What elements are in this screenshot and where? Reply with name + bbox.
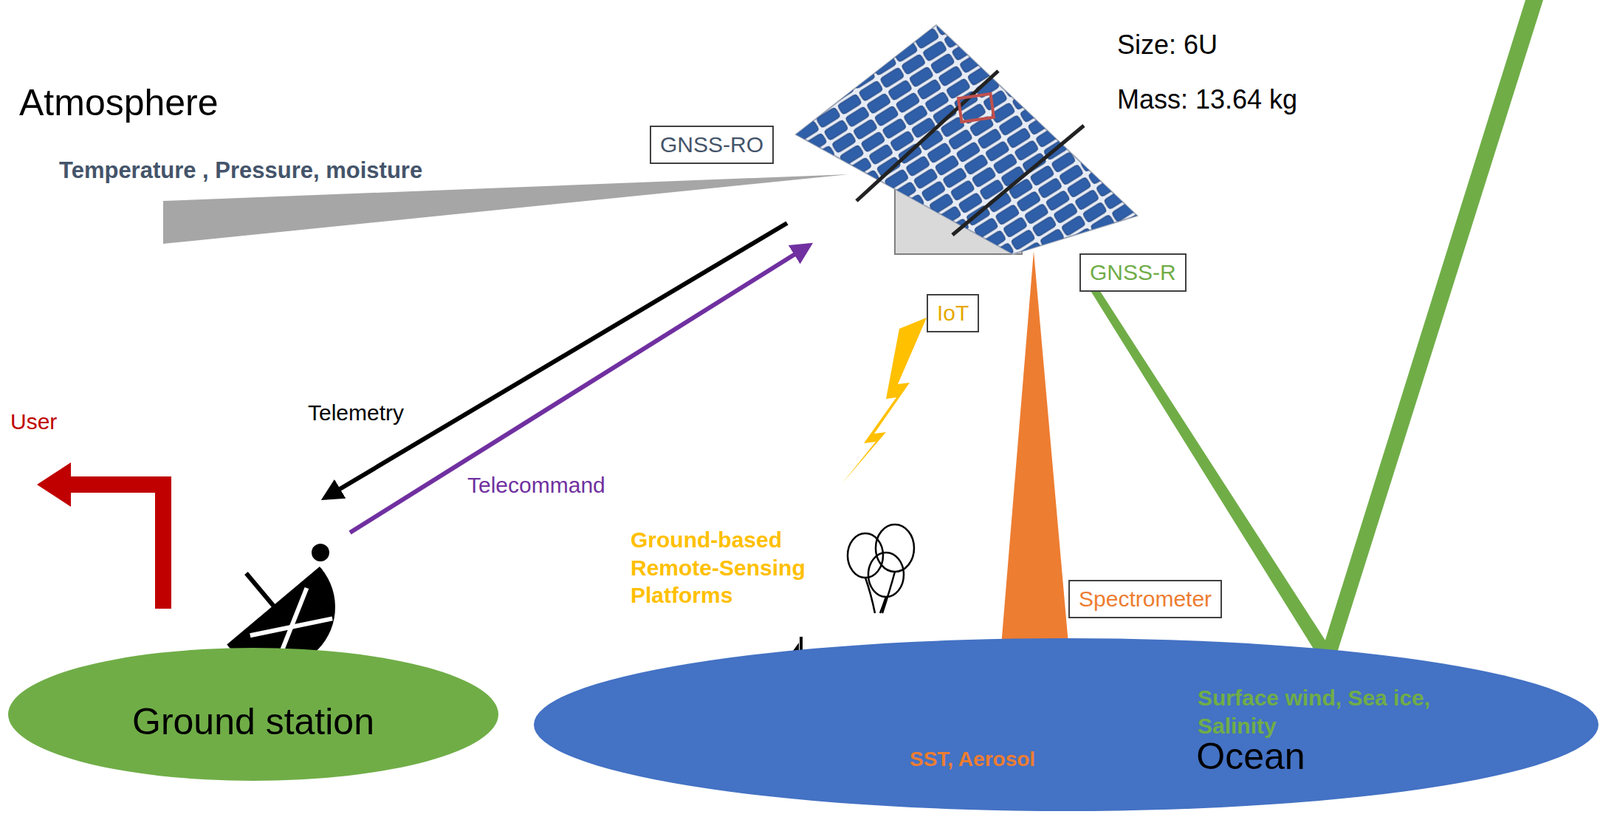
link-label: Telemetry xyxy=(307,398,404,427)
node-text: GNSS-R xyxy=(1089,259,1177,286)
spec-mass: Mass: 13.64 kg xyxy=(1117,82,1298,116)
gnss-r-box: GNSS-R xyxy=(1079,253,1187,292)
user-arrowhead xyxy=(36,462,71,507)
spec-size: Size: 6U xyxy=(1117,28,1218,62)
user-label: User xyxy=(10,407,57,436)
platforms-label: Ground-based Remote-Sensing Platforms xyxy=(630,525,830,610)
ocean-ellipse: Ocean xyxy=(533,637,1599,811)
node-text: GNSS-RO xyxy=(660,131,764,159)
gnss-ro-box: GNSS-RO xyxy=(649,125,774,164)
spectrometer-products: SST, Aerosol xyxy=(909,745,1036,772)
gnss-r-products: Surface wind, Sea ice, Salinity xyxy=(1197,683,1479,740)
telemetry-arrow xyxy=(324,222,788,498)
region-label: Atmosphere xyxy=(19,79,219,127)
ro-beam xyxy=(163,174,850,244)
node-text: Spectrometer xyxy=(1078,585,1212,613)
satellite xyxy=(795,25,1138,254)
link-label: Telecommand xyxy=(467,471,606,500)
iot-box: IoT xyxy=(926,293,980,333)
spectrometer-box: Spectrometer xyxy=(1068,579,1222,618)
ro-measurements: Temperature , Pressure, moisture xyxy=(59,156,423,186)
node-text: Ocean xyxy=(1196,734,1305,778)
ellipse-outline xyxy=(533,637,1599,811)
node-text: IoT xyxy=(936,299,969,327)
iot-link xyxy=(841,317,927,484)
telecommand-arrow xyxy=(349,245,810,533)
ground-station-ellipse: Ground station xyxy=(8,647,499,781)
node-text: Ground station xyxy=(132,699,375,743)
user-arrow xyxy=(67,484,164,609)
balloons xyxy=(847,524,915,613)
r-beam-reflected xyxy=(1318,0,1544,661)
